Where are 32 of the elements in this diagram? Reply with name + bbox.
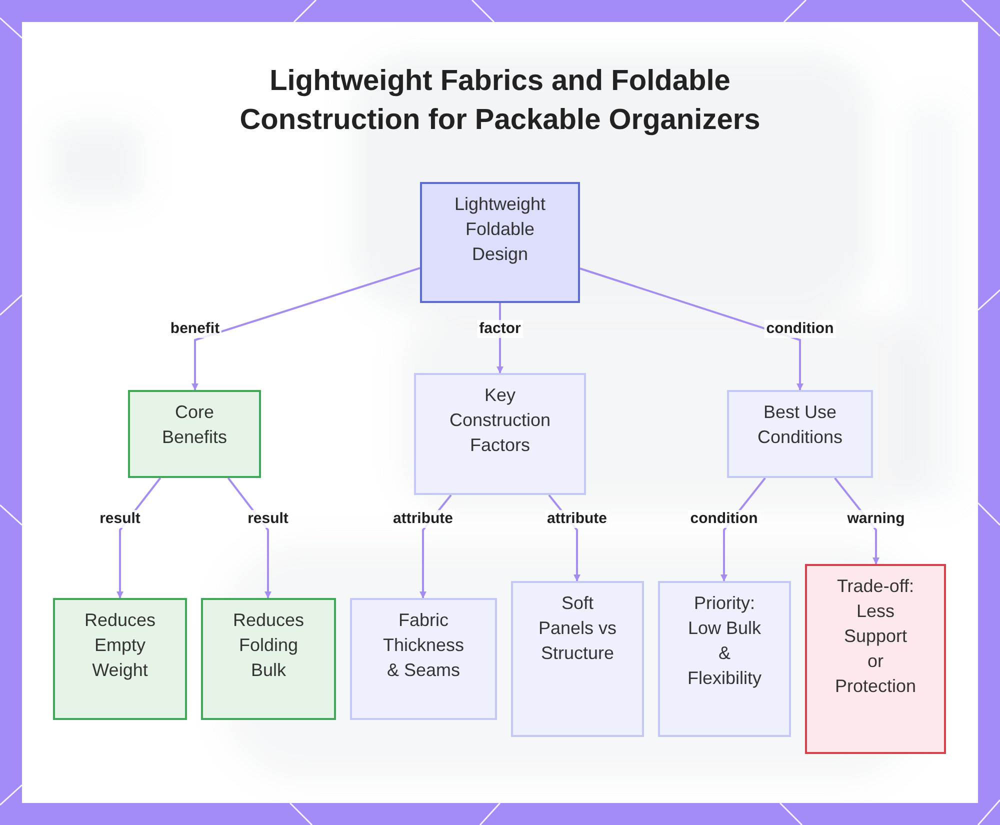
- process-box: [53, 598, 187, 720]
- diagram-title: Lightweight Fabrics and Foldable Construction for Packable Organizers: [238, 64, 762, 138]
- connector-arrow: [580, 268, 804, 390]
- node-text: Key Construction Factors: [448, 384, 552, 457]
- edge-label: result: [246, 510, 290, 528]
- process-box: [511, 581, 644, 737]
- node-text: Best Use Conditions: [756, 401, 844, 449]
- edge-label: warning: [845, 510, 907, 528]
- process-box: [805, 564, 946, 754]
- node-text: Reduces Empty Weight: [83, 609, 157, 682]
- process-box: [350, 598, 497, 720]
- edge-label: attribute: [391, 510, 455, 528]
- process-box: [420, 182, 580, 303]
- process-box: [128, 390, 261, 478]
- node-text: Priority: Low Bulk & Flexibility: [686, 592, 762, 690]
- node-text: Soft Panels vs Structure: [537, 592, 618, 665]
- process-box: [658, 581, 791, 737]
- process-box: [414, 373, 586, 495]
- edge-label: attribute: [545, 510, 609, 528]
- node-text: Reduces Folding Bulk: [232, 609, 306, 682]
- edge-label: result: [98, 510, 142, 528]
- edge-label: factor: [477, 320, 523, 338]
- edge-label: condition: [764, 320, 836, 338]
- edge-label: benefit: [168, 320, 222, 338]
- node-text: Trade-off: Less Support or Protection: [834, 575, 917, 698]
- process-box: [727, 390, 873, 478]
- node-text: Lightweight Foldable Design: [453, 193, 547, 266]
- node-text: Core Benefits: [160, 401, 228, 449]
- node-text: Fabric Thickness & Seams: [382, 609, 466, 682]
- process-box: [201, 598, 336, 720]
- connector-arrow: [192, 267, 420, 390]
- edge-label: condition: [688, 510, 760, 528]
